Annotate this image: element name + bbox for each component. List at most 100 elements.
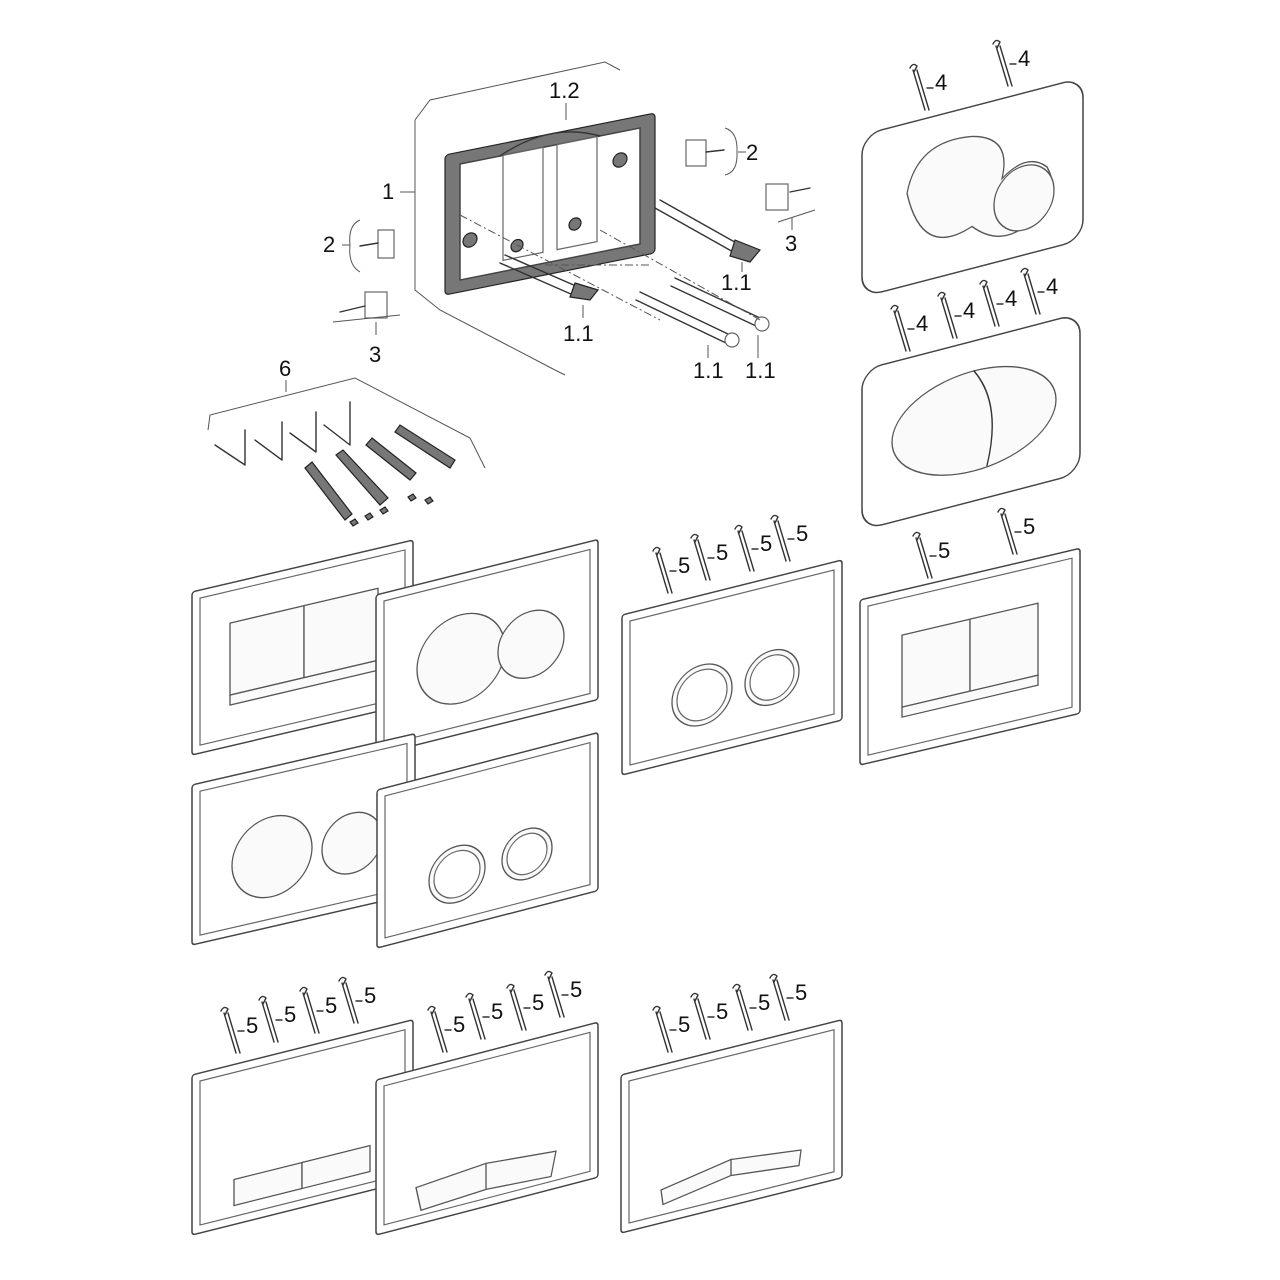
callout-1-1: 1.1 [693, 358, 724, 383]
callout-6: 6 [279, 356, 291, 381]
callout-4: 4 [916, 311, 928, 336]
spring-clip-5: 5 [734, 524, 772, 572]
spring-clip-icon [937, 291, 962, 339]
flush-plate-round-rings[interactable] [621, 559, 843, 776]
frame-hole [568, 217, 582, 231]
spring-clip-5: 5 [769, 973, 807, 1021]
spring-clip-5: 5 [338, 976, 376, 1024]
spring-clip-5: 5 [544, 970, 582, 1018]
spring-clip-icon [338, 976, 363, 1024]
flush-plate-rect-flat[interactable] [191, 1019, 414, 1236]
spring-clip-5: 5 [652, 546, 690, 594]
spring-clip-5: 5 [427, 1005, 465, 1053]
flush-plate-pebble-dual[interactable] [861, 78, 1084, 297]
mounting-kit [207, 377, 486, 527]
frame-hole [510, 238, 524, 253]
spring-clip-icon [299, 986, 324, 1034]
callout-5: 5 [760, 531, 772, 556]
spring-clip-5: 5 [220, 1006, 258, 1054]
spring-clip-4: 4 [979, 279, 1017, 327]
spring-clip-5: 5 [690, 533, 728, 581]
callout-5: 5 [678, 553, 690, 578]
callout-3-left: 3 [369, 342, 381, 367]
assembly-axis [459, 214, 761, 321]
spring-clip-5: 5 [652, 1005, 690, 1053]
flush-plate-rect-slim[interactable] [620, 1019, 843, 1234]
spring-clip-icon [979, 279, 1004, 327]
frame-hole [612, 152, 628, 168]
flush-plate-square-dual[interactable] [191, 539, 414, 756]
spring-clip-4: 4 [1020, 267, 1058, 315]
angle-brackets [214, 401, 351, 466]
callout-4: 4 [1005, 286, 1017, 311]
flush-plate-oval-dual[interactable] [861, 313, 1081, 530]
mounting-frame [332, 61, 816, 376]
callout-5: 5 [491, 999, 503, 1024]
bracket-brace [724, 127, 746, 176]
threaded-rod [635, 291, 740, 348]
kit-bracket-line [207, 377, 486, 469]
spring-clip-icon [690, 992, 715, 1040]
spring-clip-icon [770, 514, 795, 562]
callout-4: 4 [1046, 274, 1058, 299]
bracket-left [339, 291, 388, 319]
spring-clip-icon [912, 531, 937, 579]
callout-1-1: 1.1 [721, 270, 752, 295]
spring-clip-icon [220, 1006, 245, 1054]
callout-5: 5 [284, 1002, 296, 1027]
flush-plate-round-flat[interactable] [191, 733, 416, 946]
frame-rib [556, 135, 598, 251]
flush-plate-round-large[interactable] [375, 539, 599, 756]
callout-4: 4 [1018, 46, 1030, 71]
flush-plate-square-buttons[interactable] [859, 548, 1081, 766]
spring-clip-5: 5 [912, 531, 950, 579]
callout-5: 5 [453, 1012, 465, 1037]
spring-clip-icon [997, 507, 1022, 555]
small-screws [349, 493, 434, 527]
spring-clip-icon [734, 524, 759, 572]
threaded-rod [499, 254, 600, 301]
threaded-rod [654, 199, 761, 263]
flush-plate-round-small[interactable] [376, 732, 599, 949]
spring-clip-4: 4 [909, 63, 947, 111]
spring-clip-icon [465, 992, 490, 1040]
leader-line [582, 262, 759, 358]
spring-clip-5: 5 [770, 514, 808, 562]
spring-clip-5: 5 [465, 992, 503, 1040]
bracket-right [765, 183, 811, 211]
callout-5: 5 [758, 990, 770, 1015]
spring-clip-icon [769, 973, 794, 1021]
callout-5: 5 [795, 980, 807, 1005]
spring-clip-4: 4 [937, 291, 975, 339]
clip-right [685, 139, 725, 167]
spring-clip-icon [652, 546, 677, 594]
spring-clip-icon [909, 63, 934, 111]
callout-5: 5 [938, 538, 950, 563]
callout-1-1: 1.1 [745, 358, 776, 383]
bracket-brace [777, 209, 816, 230]
callout-1-1: 1.1 [563, 321, 594, 346]
callout-5: 5 [364, 983, 376, 1008]
clip-left [359, 229, 395, 259]
callout-5: 5 [246, 1013, 258, 1038]
spring-clip-icon [732, 983, 757, 1031]
spring-clip-icon [427, 1005, 452, 1053]
flush-plate-rect-curved[interactable] [375, 1022, 599, 1236]
callout-5: 5 [532, 990, 544, 1015]
frame-bracket-line [414, 61, 621, 121]
callout-4: 4 [963, 298, 975, 323]
screws [304, 424, 456, 521]
spring-clip-icon [258, 995, 283, 1043]
callout-2-right: 2 [746, 140, 758, 165]
bracket-brace [332, 314, 401, 335]
callout-5: 5 [796, 521, 808, 546]
frame-bracket-line [414, 120, 566, 376]
spring-clip-icon [992, 39, 1017, 87]
spring-clip-icon [690, 533, 715, 581]
spring-clip-icon [890, 304, 915, 352]
callout-5: 5 [570, 977, 582, 1002]
threaded-rod [670, 277, 770, 332]
frame-hole [462, 232, 478, 248]
spring-clip-icon [506, 983, 531, 1031]
